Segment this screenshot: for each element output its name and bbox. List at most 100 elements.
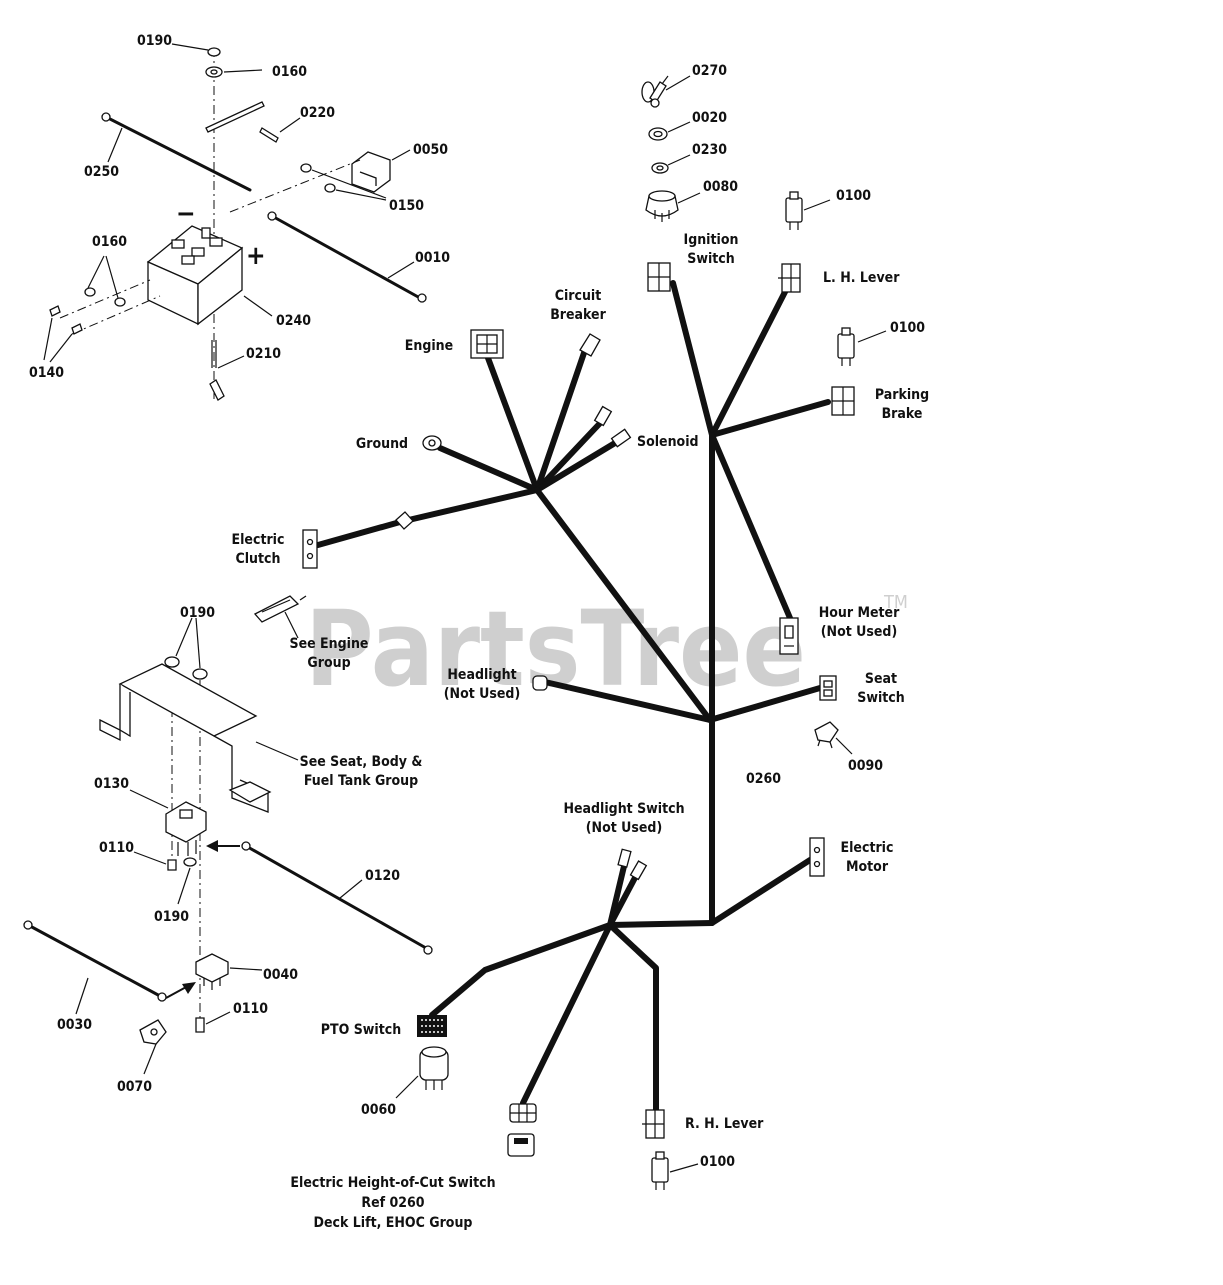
switch-0040: [195, 953, 229, 990]
interlock-switch-parts: [253, 191, 887, 1190]
nut-0190-lower: [183, 857, 197, 867]
washers-0160: [84, 287, 126, 307]
lh-lever-connector: [778, 263, 801, 293]
battery-positive-sign: +: [246, 241, 266, 271]
part-number-labels: 0190 0160 0220 0250 0050 0150 0160 0010 …: [29, 33, 925, 1170]
watermark-text: PartsTree: [305, 588, 806, 710]
part-number: 0150: [389, 198, 424, 214]
parking-brake-connector: [831, 386, 855, 416]
bolts-0150: [229, 159, 361, 213]
rod-0210: [209, 340, 225, 401]
bracket-0050: [351, 151, 391, 193]
part-number: 0100: [836, 188, 871, 204]
ehoc-switch-body: [507, 1133, 535, 1157]
ground-terminal: [422, 435, 442, 451]
hold-down-rod-0220: [205, 101, 279, 143]
wire-headlight: [542, 679, 713, 723]
part-number: 0100: [700, 1154, 735, 1170]
wire-headlight-switch-b: [607, 869, 641, 928]
watermark: PartsTree TM: [305, 588, 908, 710]
arrow-icon: [206, 840, 240, 852]
label-headlight-switch: Headlight Switch(Not Used): [563, 801, 684, 836]
bolt-0110-lower: [195, 1017, 205, 1033]
part-number: 0190: [180, 605, 215, 621]
part-number: 0070: [117, 1079, 152, 1095]
pto-switch-0060: [419, 1046, 449, 1090]
part-number: 0020: [692, 110, 727, 126]
wire-hour-meter: [709, 432, 793, 621]
seat-bracket: [99, 663, 272, 813]
wire-lh-lever: [709, 283, 791, 438]
wire-ignition: [670, 280, 715, 438]
bolt-0110-upper: [167, 859, 177, 871]
headlight-switch-connectors: [617, 848, 648, 881]
cable-0120: [244, 844, 428, 950]
part-number: 0080: [703, 179, 738, 195]
part-number: 0090: [848, 758, 883, 774]
part-number: 0250: [84, 164, 119, 180]
rh-lever-connector: [642, 1109, 665, 1139]
label-see-seat-group: See Seat, Body &Fuel Tank Group: [300, 754, 423, 789]
part-number: 0030: [57, 1017, 92, 1033]
part-number: 0110: [233, 1001, 268, 1017]
label-engine: Engine: [405, 338, 453, 354]
wire-solenoid-a: [534, 417, 606, 493]
nuts-0190: [164, 656, 208, 680]
solenoid-connectors: [593, 405, 632, 448]
harness-connectors: [302, 262, 855, 1139]
ignition-connector: [647, 262, 671, 292]
washer-0160-top: [205, 66, 223, 78]
switch-0100-lower: [651, 1151, 669, 1190]
label-hour-meter: Hour Meter(Not Used): [819, 605, 900, 640]
switch-0100-upper: [785, 191, 803, 230]
label-pto-switch: PTO Switch: [321, 1022, 401, 1038]
battery-negative-sign: −: [176, 199, 196, 229]
electric-clutch-connector: [302, 511, 414, 569]
circuit-breaker-connector: [579, 333, 601, 357]
engine-connector: [470, 329, 504, 359]
part-number: 0040: [263, 967, 298, 983]
part-number: 0160: [92, 234, 127, 250]
part-number: 0060: [361, 1102, 396, 1118]
wire-pto-switch: [429, 922, 613, 1018]
label-lh-lever: L. H. Lever: [823, 270, 900, 286]
harness-wires: [315, 280, 831, 1116]
ignition-key-parts: [641, 75, 701, 222]
wire-ground: [437, 445, 540, 493]
bolts-0140: [49, 305, 83, 335]
part-number: 0210: [246, 346, 281, 362]
part-number: 0220: [300, 105, 335, 121]
wire-engine: [485, 355, 540, 493]
switch-0100-middle: [837, 327, 855, 366]
nut-0020: [648, 127, 668, 141]
battery-assembly: − +: [43, 43, 427, 401]
wire-solenoid-b: [534, 437, 623, 493]
part-number: 0160: [272, 64, 307, 80]
part-number: 0010: [415, 250, 450, 266]
label-headlight: Headlight(Not Used): [444, 667, 520, 702]
label-ground: Ground: [356, 436, 408, 452]
part-number: 0130: [94, 776, 129, 792]
bracket-assembly: [23, 617, 433, 1075]
seat-switch-0090: [814, 721, 839, 749]
watermark-trademark: TM: [883, 592, 908, 613]
seat-switch-connector: [819, 675, 837, 701]
ignition-switch-body: [645, 190, 679, 222]
cable-0010: [270, 214, 422, 300]
part-number: 0110: [99, 840, 134, 856]
wire-circuit-breaker: [534, 347, 588, 493]
part-number: 0050: [413, 142, 448, 158]
cable-0250: [106, 116, 252, 192]
wire-rh-lever: [607, 922, 659, 1116]
part-number: 0230: [692, 142, 727, 158]
wire-seat-switch: [707, 685, 823, 723]
